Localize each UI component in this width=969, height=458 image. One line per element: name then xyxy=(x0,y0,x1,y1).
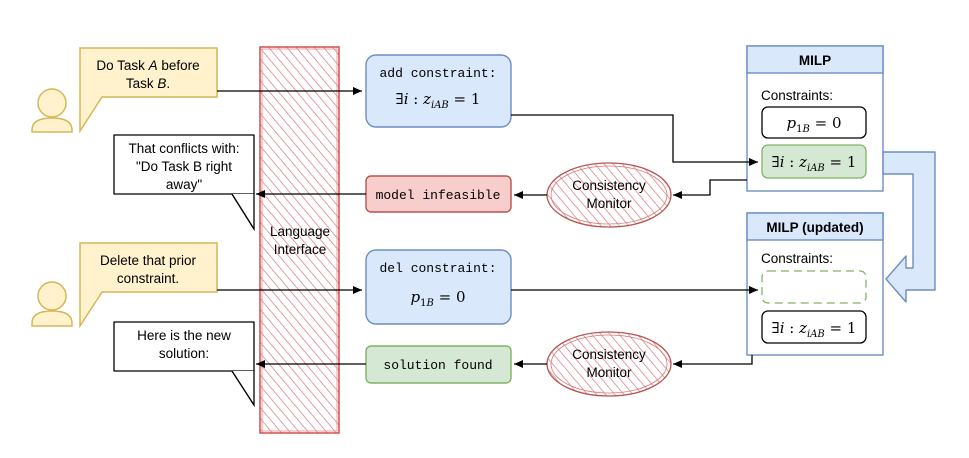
language-interface: Language Interface xyxy=(259,46,340,434)
system-message-line1: That conflicts with: xyxy=(128,141,239,156)
milp-constraint-2: ∃i : ziAB = 1 xyxy=(772,153,857,174)
del-constraint-formula: p1B = 0 xyxy=(411,288,466,309)
user-message-bubble: Do Task A before Task B. xyxy=(79,47,218,134)
user-message-line2: constraint. xyxy=(117,271,179,286)
user-icon xyxy=(31,88,73,133)
consistency-monitor: Consistency Monitor xyxy=(546,162,672,228)
add-constraint-box: add constraint: ∃i : ziAB = 1 xyxy=(365,54,512,128)
del-constraint-label: del constraint: xyxy=(379,261,496,276)
connectors xyxy=(217,87,758,368)
system-message-line3: away" xyxy=(166,177,203,192)
del-constraint-box: del constraint: p1B = 0 xyxy=(365,249,512,325)
system-message-bubble: That conflicts with: "Do Task B right aw… xyxy=(113,134,255,232)
milp-updated-title: MILP (updated) xyxy=(766,220,863,235)
system-message-line2: solution: xyxy=(159,346,209,361)
solution-found-box: solution found xyxy=(365,345,512,384)
user-icon xyxy=(31,281,73,327)
milp-updated-constraint: ∃i : ziAB = 1 xyxy=(772,319,857,340)
system-message-bubble: Here is the new solution: xyxy=(113,321,255,408)
user-message-line2: Task B. xyxy=(126,76,170,91)
consistency-monitor-line1: Consistency xyxy=(572,178,646,193)
milp-constraints-label: Constraints: xyxy=(761,88,833,103)
system-message-line1: Here is the new xyxy=(137,328,231,343)
consistency-monitor: Consistency Monitor xyxy=(546,331,672,397)
milp-constraint-1-box xyxy=(761,106,867,139)
arrow-add-to-milp xyxy=(511,114,758,166)
model-infeasible-label: model infeasible xyxy=(376,188,501,203)
consistency-monitor-line1: Consistency xyxy=(572,347,646,362)
system-message-line2: "Do Task B right xyxy=(136,159,232,174)
add-constraint-formula: ∃i : ziAB = 1 xyxy=(396,90,481,111)
language-interface-line1: Language xyxy=(270,224,330,239)
arrow-milp-to-monitor xyxy=(673,179,747,199)
user-message-line1: Do Task A before xyxy=(96,58,199,73)
milp-updated-constraint-box xyxy=(761,310,867,344)
milp-updated-empty-slot xyxy=(761,270,867,304)
consistency-monitor-line2: Monitor xyxy=(586,365,632,380)
user-message-bubble: Delete that prior constraint. xyxy=(79,242,218,329)
update-arrow xyxy=(882,151,936,303)
language-interface-line2: Interface xyxy=(274,242,327,257)
milp-updated-constraints-label: Constraints: xyxy=(761,251,833,266)
milp-constraint-1: p1B = 0 xyxy=(787,114,842,135)
consistency-monitor-line2: Monitor xyxy=(586,196,632,211)
milp-updated-panel: MILP (updated) Constraints: ∃i : ziAB = … xyxy=(746,212,884,356)
arrow-milp-updated-to-monitor xyxy=(673,355,753,368)
add-constraint-label: add constraint: xyxy=(379,66,496,81)
user-message-line1: Delete that prior xyxy=(100,253,197,268)
milp-title: MILP xyxy=(799,53,831,68)
milp-panel: MILP Constraints: p1B = 0 ∃i : ziAB = 1 xyxy=(746,45,884,192)
model-infeasible-box: model infeasible xyxy=(365,175,512,213)
milp-constraint-2-box xyxy=(761,144,867,179)
solution-found-label: solution found xyxy=(383,358,492,373)
